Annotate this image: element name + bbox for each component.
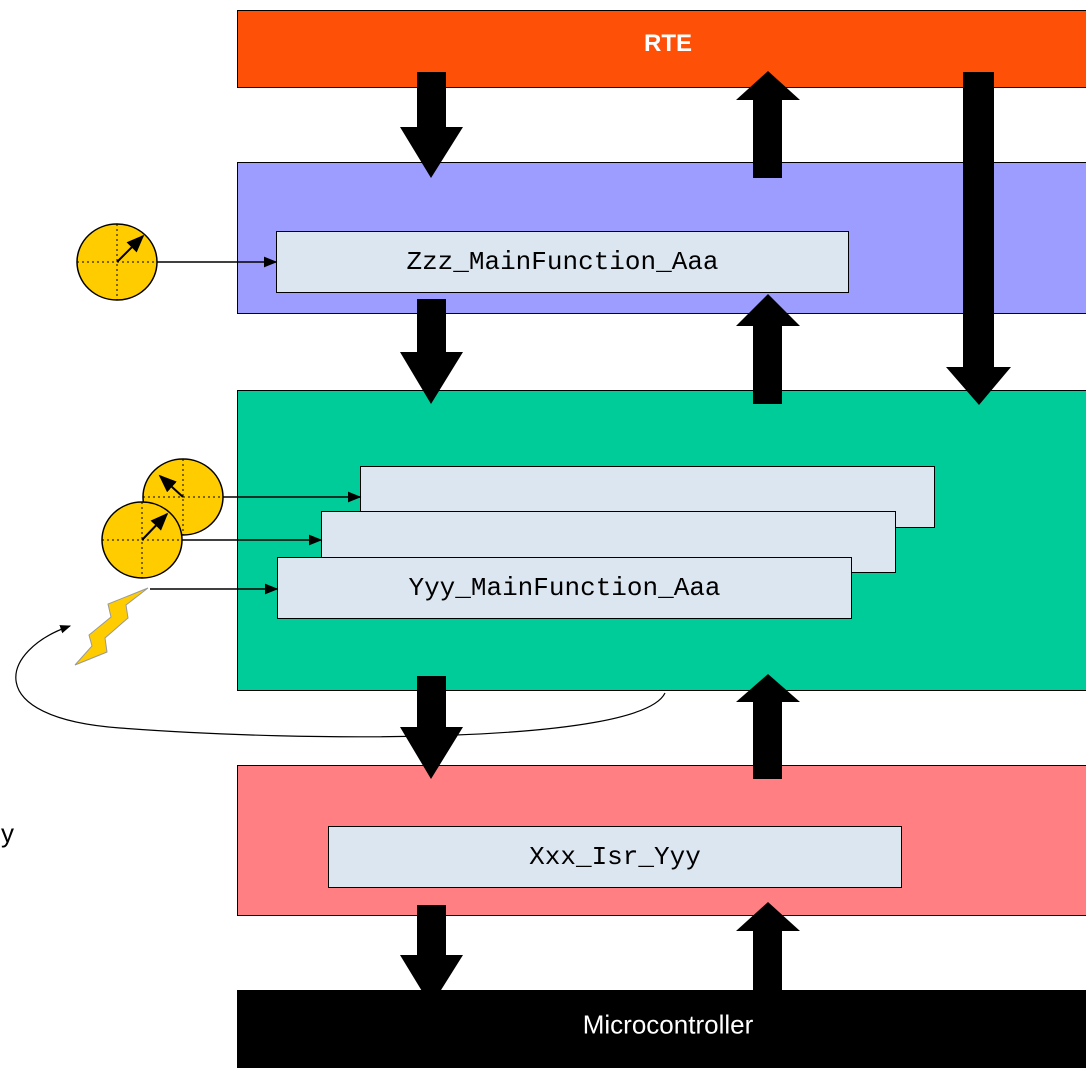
isr-function-label: Xxx_Isr_Yyy <box>529 842 701 872</box>
timer-icon <box>142 458 224 536</box>
rte-layer: RTE <box>237 10 1086 88</box>
down-arrow-app-to-middle <box>400 299 463 404</box>
middle-main-function-label: Yyy_MainFunction_Aaa <box>408 573 721 603</box>
partial-text: y <box>1 818 14 848</box>
timer-icon <box>76 223 158 301</box>
rte-label: RTE <box>644 29 692 57</box>
microcontroller-label: Microcontroller <box>582 1009 754 1040</box>
microcontroller-layer: Microcontroller <box>237 990 1086 1068</box>
middle-main-function-box: Yyy_MainFunction_Aaa <box>277 557 852 619</box>
timer-icon <box>101 501 183 579</box>
isr-function-box: Xxx_Isr_Yyy <box>328 826 902 888</box>
interrupt-lightning-icon <box>74 587 149 666</box>
upper-main-function-box: Zzz_MainFunction_Aaa <box>276 231 849 293</box>
upper-main-function-label: Zzz_MainFunction_Aaa <box>406 247 719 277</box>
down-arrow-middle-to-driver <box>400 676 463 779</box>
